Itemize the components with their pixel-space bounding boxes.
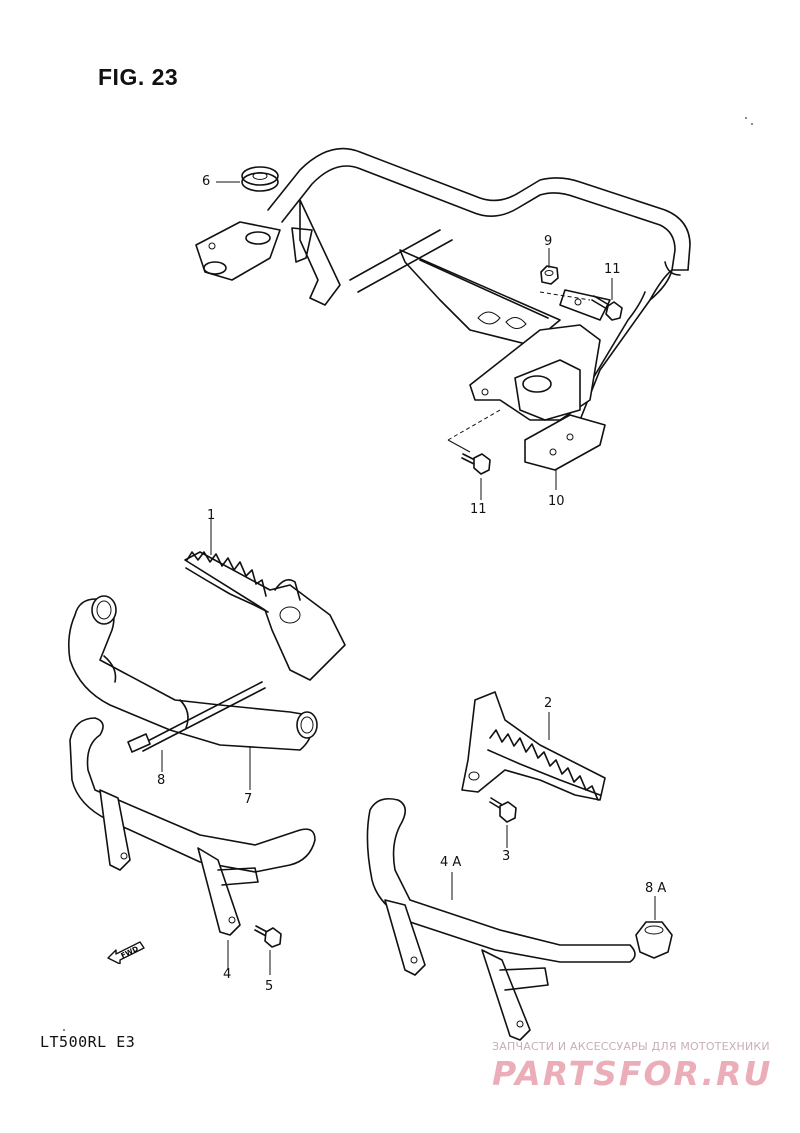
callout-10: 10: [548, 494, 565, 509]
callout-8: 8: [157, 773, 166, 788]
strap-part-8: [127, 681, 266, 772]
watermark-tagline: ЗАПЧАСТИ И АКСЕССУАРЫ ДЛЯ МОТОТЕХНИКИ: [492, 1040, 770, 1053]
callout-11-upper: 11: [604, 262, 621, 277]
footrest-part-2: [461, 691, 606, 801]
pipe-cover-part-7: [68, 595, 318, 790]
watermark-logo: PARTSFOR.RU: [492, 1054, 773, 1093]
callout-6: 6: [202, 174, 211, 189]
end-cap-part-8a: [635, 896, 673, 959]
footrest-bar-part-4a: [366, 797, 636, 1041]
bolt-part-5: [254, 925, 282, 975]
model-code: LT500RL E3: [40, 1033, 136, 1051]
callout-9: 9: [544, 234, 553, 249]
callout-2: 2: [544, 696, 553, 711]
callout-3: 3: [502, 849, 511, 864]
callout-4: 4: [223, 967, 232, 982]
bolt-part-11-lower: [447, 409, 501, 475]
bolt-part-3: [489, 797, 517, 848]
callout-11-lower: 11: [470, 502, 487, 517]
fwd-label: FWD: [120, 945, 140, 960]
nut-part-9: [540, 265, 559, 285]
forward-arrow-icon: FWD: [107, 941, 145, 964]
figure-title: FIG. 23: [98, 64, 179, 90]
rear-carrier-frame: [195, 147, 691, 471]
footrest-part-1: [184, 518, 346, 681]
callout-7: 7: [244, 792, 253, 807]
callout-1: 1: [207, 508, 216, 523]
bolt-part-11-upper: [539, 291, 623, 321]
footrest-bar-part-4: [69, 717, 316, 970]
callout-4a: 4 A: [440, 855, 462, 870]
callout-8a: 8 A: [645, 881, 667, 896]
grommet-part-6: [241, 166, 279, 192]
callout-5: 5: [265, 979, 274, 994]
